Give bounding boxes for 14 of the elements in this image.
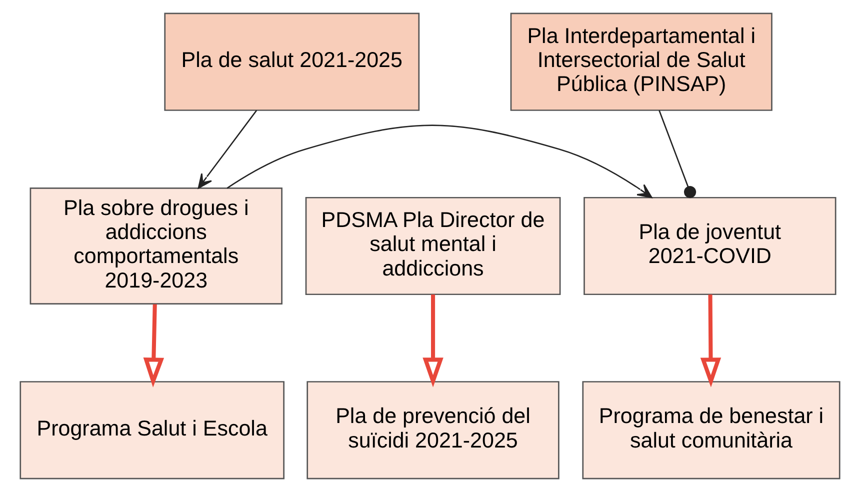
connector bbox=[658, 110, 696, 198]
arrow bbox=[700, 294, 721, 388]
node-box: Pla Interdepartamental i Intersectorial de Salut Pública (PINSAP) bbox=[510, 12, 772, 111]
arrow bbox=[422, 294, 443, 388]
node-box: PDSMA Pla Director de salut mental i addiccions bbox=[304, 196, 560, 296]
node-box: Pla de joventut 2021-COVID bbox=[583, 196, 836, 296]
node-box: Pla de prevenció del suïcidi 2021-2025 bbox=[306, 381, 559, 480]
node-box: Pla sobre drogues i addiccions comportamentals 2019-2023 bbox=[29, 188, 282, 304]
arrow bbox=[142, 304, 164, 388]
node-box: Pla de salut 2021-2025 bbox=[164, 12, 420, 111]
arrow bbox=[226, 124, 652, 198]
node-box: Programa de benestar i salut comunitària bbox=[582, 381, 840, 480]
node-box: Programa Salut i Escola bbox=[19, 381, 284, 480]
arrow bbox=[197, 110, 257, 189]
